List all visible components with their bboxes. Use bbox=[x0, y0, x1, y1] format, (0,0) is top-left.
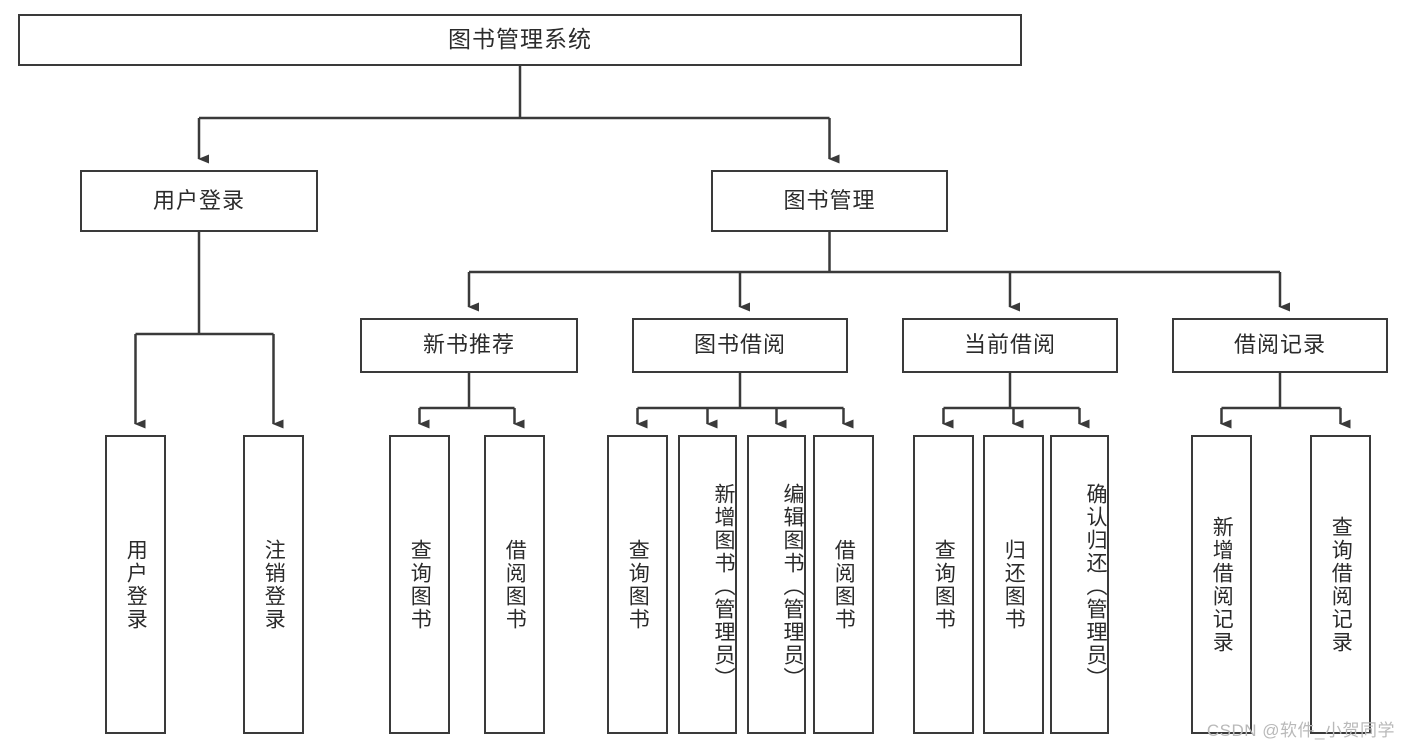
node-label: 归还图书 bbox=[1002, 538, 1026, 631]
node-current[interactable]: 当前借阅 bbox=[902, 318, 1118, 373]
node-newrec[interactable]: 新书推荐 bbox=[360, 318, 578, 373]
node-label: 确认归还（管理员） bbox=[1084, 483, 1107, 690]
node-c-confirm[interactable]: 确认归还（管理员） bbox=[1050, 435, 1109, 734]
node-b-borrow[interactable]: 借阅图书 bbox=[813, 435, 874, 734]
node-c-return[interactable]: 归还图书 bbox=[983, 435, 1044, 734]
node-label: 注销登录 bbox=[262, 538, 286, 631]
node-b-edit[interactable]: 编辑图书（管理员） bbox=[747, 435, 806, 734]
node-label: 当前借阅 bbox=[963, 332, 1056, 358]
node-userlogout[interactable]: 注销登录 bbox=[243, 435, 304, 734]
node-label: 新书推荐 bbox=[422, 332, 515, 358]
node-label: 借阅图书 bbox=[832, 538, 856, 631]
node-records[interactable]: 借阅记录 bbox=[1172, 318, 1388, 373]
node-label: 借阅记录 bbox=[1233, 332, 1326, 358]
node-label: 用户登录 bbox=[124, 538, 148, 631]
node-label: 编辑图书（管理员） bbox=[781, 483, 804, 690]
node-label: 查询图书 bbox=[408, 538, 432, 631]
node-b-query[interactable]: 查询图书 bbox=[607, 435, 668, 734]
node-label: 图书借阅 bbox=[693, 332, 786, 358]
node-userlogin[interactable]: 用户登录 bbox=[105, 435, 166, 734]
node-label: 图书管理系统 bbox=[448, 26, 592, 53]
node-borrow[interactable]: 图书借阅 bbox=[632, 318, 848, 373]
node-nr-query[interactable]: 查询图书 bbox=[389, 435, 450, 734]
node-b-add[interactable]: 新增图书（管理员） bbox=[678, 435, 737, 734]
node-c-query[interactable]: 查询图书 bbox=[913, 435, 974, 734]
node-label: 借阅图书 bbox=[503, 538, 527, 631]
watermark-label: CSDN @软件_小贺同学 bbox=[1206, 721, 1395, 740]
node-label: 查询借阅记录 bbox=[1329, 515, 1353, 654]
node-login[interactable]: 用户登录 bbox=[80, 170, 318, 232]
node-bookmgmt[interactable]: 图书管理 bbox=[711, 170, 948, 232]
node-root[interactable]: 图书管理系统 bbox=[18, 14, 1022, 66]
node-r-query[interactable]: 查询借阅记录 bbox=[1310, 435, 1371, 734]
node-label: 查询图书 bbox=[626, 538, 650, 631]
node-r-add[interactable]: 新增借阅记录 bbox=[1191, 435, 1252, 734]
node-label: 新增图书（管理员） bbox=[712, 483, 735, 690]
node-label: 图书管理 bbox=[783, 187, 876, 213]
node-label: 用户登录 bbox=[152, 187, 245, 213]
node-nr-borrow[interactable]: 借阅图书 bbox=[484, 435, 545, 734]
node-label: 新增借阅记录 bbox=[1210, 515, 1234, 654]
node-label: 查询图书 bbox=[932, 538, 956, 631]
